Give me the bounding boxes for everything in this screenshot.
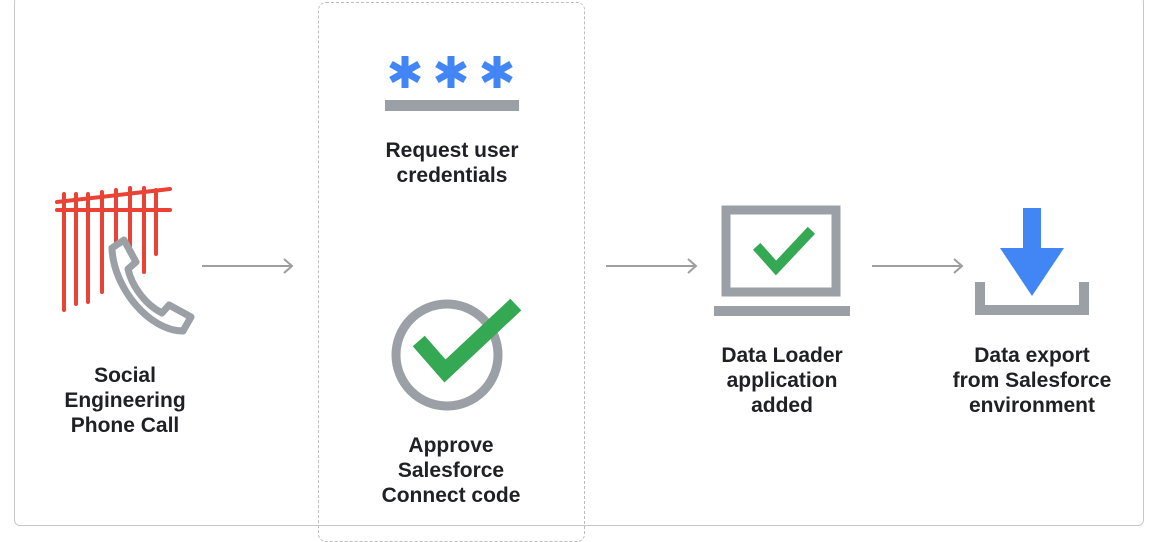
step-label-credentials: Request user credentials [385, 139, 519, 187]
step-label-export: Data export from Salesforce environment [952, 344, 1112, 417]
check-circle-icon [391, 298, 522, 411]
flow-arrow-3 [872, 258, 964, 274]
password-asterisks-icon [385, 56, 519, 111]
step-label-phone-call: Social Engineering Phone Call [64, 364, 186, 437]
step-label-approve: Approve Salesforce Connect code [381, 434, 521, 507]
laptop-check-icon [714, 205, 850, 316]
phone-cut-wire-icon [55, 186, 195, 335]
download-tray-icon [975, 208, 1089, 315]
flow-arrow-1 [202, 258, 294, 274]
step-label-data-loader: Data Loader application added [721, 344, 843, 417]
flow-arrow-2 [606, 258, 698, 274]
